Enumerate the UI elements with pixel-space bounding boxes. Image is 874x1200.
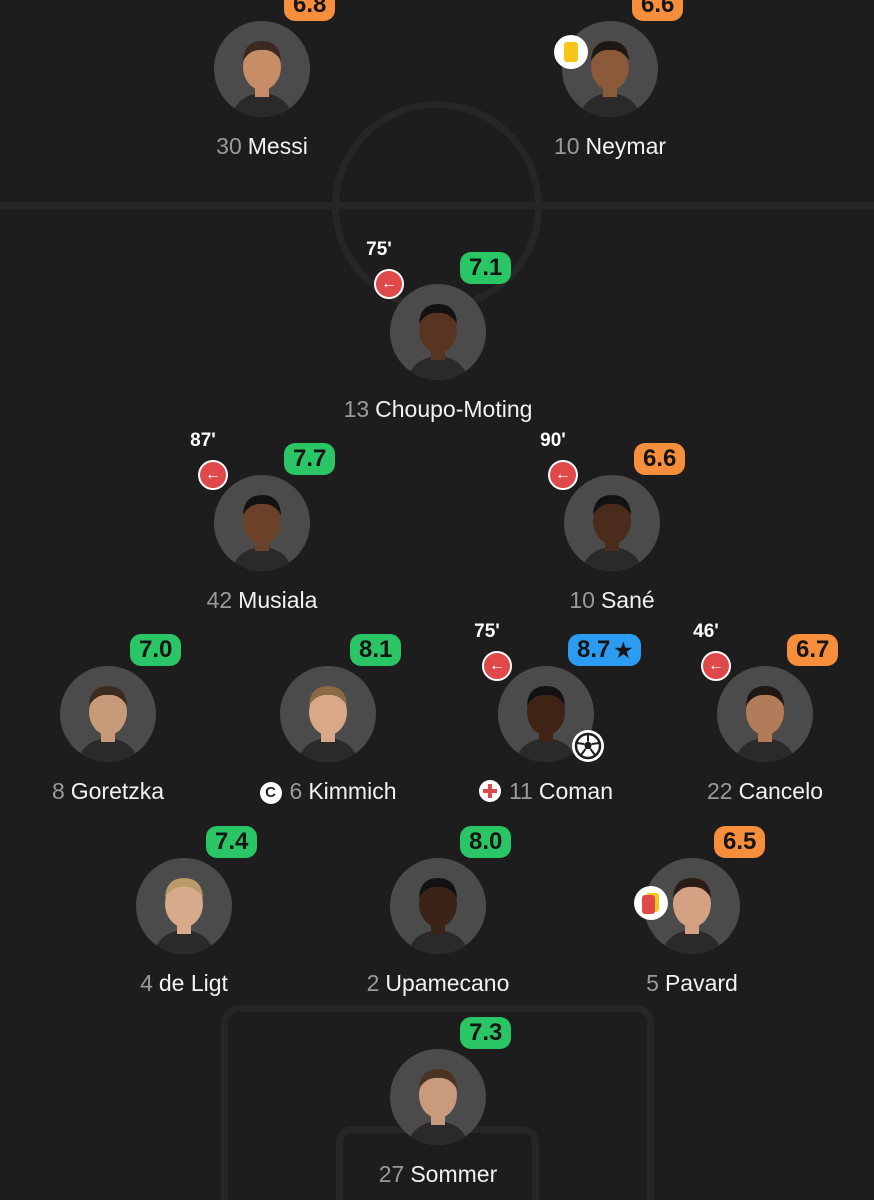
rating-badge: 6.7 — [787, 634, 839, 666]
rating-badge: 7.0 — [130, 634, 182, 666]
player-photo[interactable] — [390, 1049, 486, 1145]
captain-icon: C — [259, 782, 282, 804]
substitution-minute: 90' — [540, 430, 566, 451]
penalty-box — [221, 1005, 654, 1200]
substitution-minute: 75' — [474, 621, 500, 642]
rating-badge: 7.7 — [284, 443, 336, 475]
rating-badge: 7.3 — [460, 1017, 512, 1049]
player-photo[interactable] — [214, 475, 310, 571]
rating-badge: 6.6 — [632, 0, 684, 21]
player-photo[interactable] — [390, 284, 486, 380]
player-photo[interactable] — [60, 666, 156, 762]
arrow-left-icon: ← — [374, 269, 404, 299]
yellow-card-icon — [554, 35, 588, 69]
substitution-minute: 75' — [366, 239, 392, 260]
football-icon — [572, 730, 604, 762]
rating-badge: 6.8 — [284, 0, 336, 21]
arrow-left-icon: ← — [482, 651, 512, 681]
rating-badge: 8.7★ — [568, 634, 642, 666]
substitution-minute: 46' — [693, 621, 719, 642]
arrow-left-icon: ← — [548, 460, 578, 490]
player-photo[interactable] — [280, 666, 376, 762]
player-photo[interactable] — [214, 21, 310, 117]
arrow-left-icon: ← — [198, 460, 228, 490]
rating-badge: 6.5 — [714, 826, 766, 858]
substitution-minute: 87' — [190, 430, 216, 451]
rating-badge: 7.1 — [460, 252, 512, 284]
rating-badge: 8.1 — [350, 634, 402, 666]
rating-badge: 8.0 — [460, 826, 512, 858]
player-photo[interactable] — [564, 475, 660, 571]
star-icon: ★ — [614, 640, 633, 662]
arrow-left-icon: ← — [701, 651, 731, 681]
rating-badge: 6.6 — [634, 443, 686, 475]
second-yellow-red-card-icon — [634, 886, 668, 920]
player-photo[interactable] — [390, 858, 486, 954]
player-photo[interactable] — [136, 858, 232, 954]
rating-badge: 7.4 — [206, 826, 258, 858]
injury-cross-icon — [478, 780, 501, 802]
player-photo[interactable] — [717, 666, 813, 762]
